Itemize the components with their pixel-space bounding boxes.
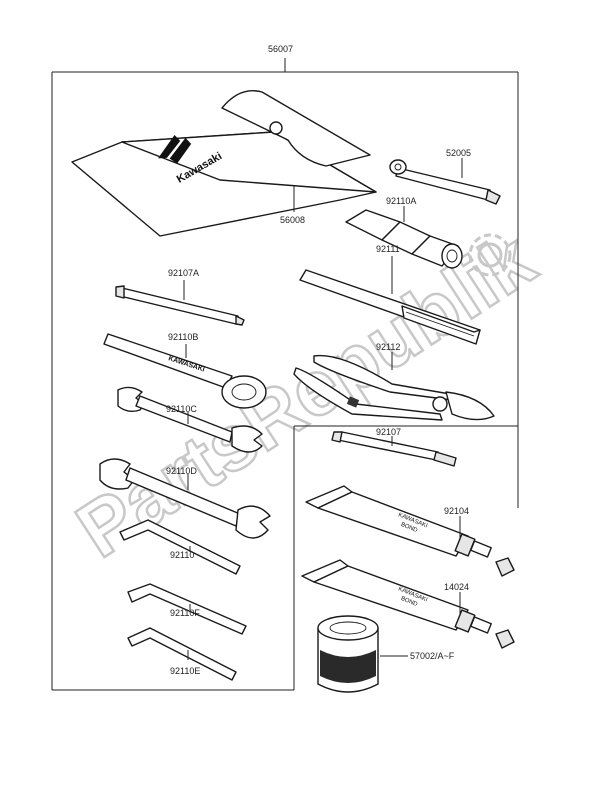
screwdriver-92107a	[115, 280, 245, 326]
box-wrench-52005	[389, 158, 501, 205]
tool-pouch: Kawasaki	[71, 90, 377, 237]
label-14024: 14024	[444, 582, 469, 592]
watermark-gear-icon	[468, 233, 512, 277]
label-92110B: 92110B	[168, 332, 198, 342]
label-92110C: 92110C	[166, 404, 197, 414]
pliers-92112	[293, 352, 495, 421]
label-92104: 92104	[444, 506, 469, 516]
label-56008: 56008	[280, 215, 305, 225]
socket-92110a	[345, 206, 463, 269]
file-92111	[299, 256, 481, 345]
screwdriver-92107	[331, 431, 457, 467]
label-56007: 56007	[268, 44, 293, 54]
label-92111: 92111	[376, 244, 400, 254]
bond-tube-14024: KAWASAKI BOND	[301, 559, 515, 649]
frame	[51, 58, 519, 691]
label-57002: 57002/A~F	[410, 651, 455, 661]
hex-key-92110f	[127, 583, 247, 635]
wrench-92110c	[117, 386, 263, 453]
label-92110D: 92110D	[166, 466, 197, 476]
label-92107: 92107	[376, 427, 401, 437]
label-92112: 92112	[376, 342, 400, 352]
label-52005: 52005	[446, 148, 471, 158]
hex-key-92110	[119, 519, 241, 575]
hex-key-92110e	[127, 627, 237, 681]
label-92110F: 92110F	[170, 608, 200, 618]
label-92107A: 92107A	[168, 268, 199, 278]
bond-tube-92104: KAWASAKI BOND	[305, 485, 515, 577]
label-92110E: 92110E	[170, 666, 200, 676]
label-92110: 92110	[170, 550, 194, 560]
label-92110A: 92110A	[386, 196, 416, 206]
tape-roll-57002	[317, 615, 408, 693]
wrench-92110d	[99, 458, 271, 539]
